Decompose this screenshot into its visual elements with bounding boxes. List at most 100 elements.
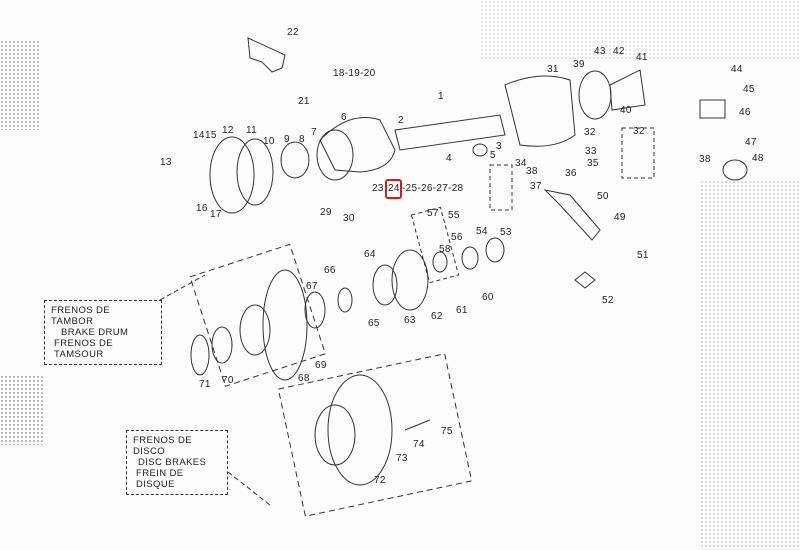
part-label[interactable]: 75 xyxy=(441,426,453,437)
scan-noise xyxy=(700,180,800,550)
part-label[interactable]: 6 xyxy=(341,112,347,123)
part-label[interactable]: 42 xyxy=(613,46,625,57)
part-label[interactable]: 2 xyxy=(398,115,404,126)
part-label[interactable]: 68 xyxy=(298,373,310,384)
bearing-part xyxy=(211,326,233,364)
part-label[interactable]: 57 xyxy=(427,208,439,219)
part-label[interactable]: 49 xyxy=(614,212,626,223)
part-label[interactable]: 32 xyxy=(584,127,596,138)
part-label[interactable]: 30 xyxy=(343,213,355,224)
part-label[interactable]: 72 xyxy=(374,475,386,486)
part-label[interactable]: 40 xyxy=(620,105,632,116)
note-line: DISC BRAKES xyxy=(138,457,207,468)
part-label[interactable]: 3 xyxy=(496,141,502,152)
part-label[interactable]: 15 xyxy=(205,130,217,141)
part-label[interactable]: 61 xyxy=(456,305,468,316)
part-label[interactable]: 12 xyxy=(222,125,234,136)
part-label[interactable]: 41 xyxy=(636,52,648,63)
plate-part xyxy=(209,136,255,214)
note-line: FRENOS DE TAMSOUR xyxy=(54,338,114,360)
bearing-part xyxy=(280,141,310,179)
note-line: FRENOS DE TAMBOR xyxy=(51,305,111,327)
block-part xyxy=(699,99,726,119)
arm-part xyxy=(543,189,601,241)
part-label[interactable]: 32 xyxy=(633,126,645,137)
part-label[interactable]: 45 xyxy=(743,84,755,95)
part-label[interactable]: 67 xyxy=(306,281,318,292)
part-label[interactable]: 16 xyxy=(196,203,208,214)
part-label[interactable]: 17 xyxy=(210,209,222,220)
gasket-part xyxy=(236,138,274,206)
washer-part xyxy=(372,264,398,306)
part-label[interactable]: 39 xyxy=(573,59,585,70)
part-label[interactable]: 18-19-20 xyxy=(333,68,376,79)
part-label[interactable]: 31 xyxy=(547,64,559,75)
part-label[interactable]: 64 xyxy=(364,249,376,260)
cap-part xyxy=(722,159,748,181)
part-label[interactable]: 33 xyxy=(585,146,597,157)
part-label[interactable]: 34 xyxy=(515,158,527,169)
part-label[interactable]: 5 xyxy=(490,150,496,161)
detail-box xyxy=(621,127,655,179)
part-label[interactable]: 35 xyxy=(587,158,599,169)
differential-housing-part xyxy=(504,75,576,147)
spider-part xyxy=(574,271,596,289)
part-label[interactable]: 9 xyxy=(284,134,290,145)
part-label[interactable]: 47 xyxy=(745,137,757,148)
housing-part xyxy=(319,117,396,173)
part-label[interactable]: -25-26-27-28 xyxy=(402,183,464,194)
part-label[interactable]: 22 xyxy=(287,27,299,38)
part-label[interactable]: 50 xyxy=(597,191,609,202)
disc-group-box xyxy=(277,353,473,517)
disc-part xyxy=(327,374,393,486)
part-label[interactable]: 38 xyxy=(699,154,711,165)
part-label[interactable]: 55 xyxy=(448,210,460,221)
part-label[interactable]: 66 xyxy=(324,265,336,276)
part-label[interactable]: 7 xyxy=(311,127,317,138)
part-label[interactable]: 11 xyxy=(246,125,257,136)
part-label[interactable]: 60 xyxy=(482,292,494,303)
part-label[interactable]: 10 xyxy=(263,136,275,147)
part-label[interactable]: 44 xyxy=(731,64,743,75)
scan-noise xyxy=(0,40,40,130)
part-label[interactable]: 4 xyxy=(446,153,452,164)
part-label[interactable]: 43 xyxy=(594,46,606,57)
oring-part xyxy=(432,251,448,273)
scan-noise xyxy=(0,375,45,445)
part-label[interactable]: 51 xyxy=(637,250,649,261)
highlight-box xyxy=(385,179,402,199)
part-label[interactable]: 1 xyxy=(438,91,444,102)
part-label[interactable]: 38 xyxy=(526,166,538,177)
part-label-highlighted[interactable]: 24 xyxy=(388,183,400,194)
part-label[interactable]: 46 xyxy=(739,107,751,118)
part-label[interactable]: 36 xyxy=(565,168,577,179)
part-label[interactable]: 74 xyxy=(413,439,425,450)
part-label[interactable]: 37 xyxy=(530,181,542,192)
part-label[interactable]: 21 xyxy=(298,96,310,107)
part-label[interactable]: 8 xyxy=(299,134,305,145)
ring-part xyxy=(304,291,326,329)
part-label[interactable]: 71 xyxy=(199,379,211,390)
extension-part xyxy=(609,69,646,111)
part-label[interactable]: 13 xyxy=(160,157,172,168)
bolt-part xyxy=(404,419,431,431)
part-label[interactable]: 14 xyxy=(193,130,205,141)
part-label[interactable]: 62 xyxy=(431,311,443,322)
part-label[interactable]: 73 xyxy=(396,453,408,464)
part-label[interactable]: 54 xyxy=(476,226,488,237)
part-label[interactable]: 63 xyxy=(404,315,416,326)
brake-plate-part xyxy=(391,249,429,311)
part-label[interactable]: 58 xyxy=(439,244,451,255)
seal-part xyxy=(190,334,210,376)
part-label[interactable]: 69 xyxy=(315,360,327,371)
part-label[interactable]: 70 xyxy=(222,375,234,386)
part-label[interactable]: 48 xyxy=(752,153,764,164)
part-label[interactable]: 53 xyxy=(500,227,512,238)
part-label[interactable]: 65 xyxy=(368,318,380,329)
part-label[interactable]: 29 xyxy=(320,207,332,218)
part-label[interactable]: 56 xyxy=(451,232,463,243)
part-label[interactable]: 23 xyxy=(372,183,384,194)
part-label[interactable]: 52 xyxy=(602,295,614,306)
